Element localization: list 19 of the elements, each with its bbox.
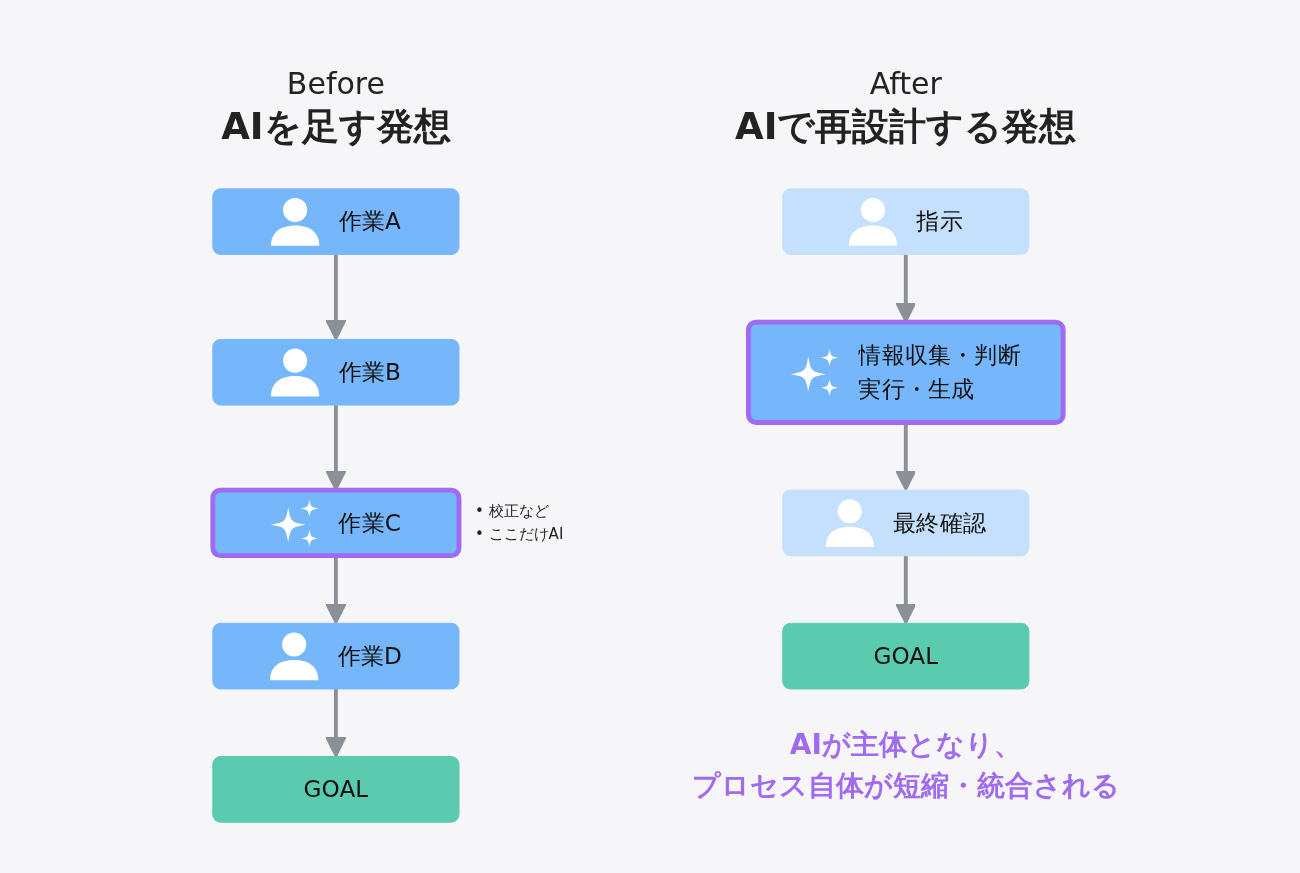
- note-text: • 校正など: [475, 501, 549, 523]
- node-box: 指示: [782, 188, 1030, 255]
- note-text: • ここだけAI: [475, 523, 564, 545]
- node-box: 作業B: [212, 338, 460, 406]
- arrow: [325, 688, 347, 758]
- node-box: 作業C: [210, 487, 462, 559]
- node-box: 作業A: [212, 188, 460, 255]
- node-box: 作業D: [212, 622, 460, 690]
- node-box: GOAL: [782, 622, 1030, 690]
- column-label: Before: [286, 64, 385, 103]
- node-box: 最終確認: [782, 489, 1030, 557]
- column-heading: AIで再設計する発想: [735, 103, 1077, 150]
- column-heading: AIを足す発想: [221, 103, 451, 150]
- node-box: 情報収集・判断 実行・生成: [746, 319, 1066, 425]
- column-label: After: [869, 64, 942, 103]
- arrow: [895, 555, 917, 625]
- arrow: [325, 254, 347, 341]
- summary-note: AIが主体となり、プロセス自体が短縮・統合される: [690, 726, 1121, 804]
- node-box: GOAL: [212, 756, 460, 823]
